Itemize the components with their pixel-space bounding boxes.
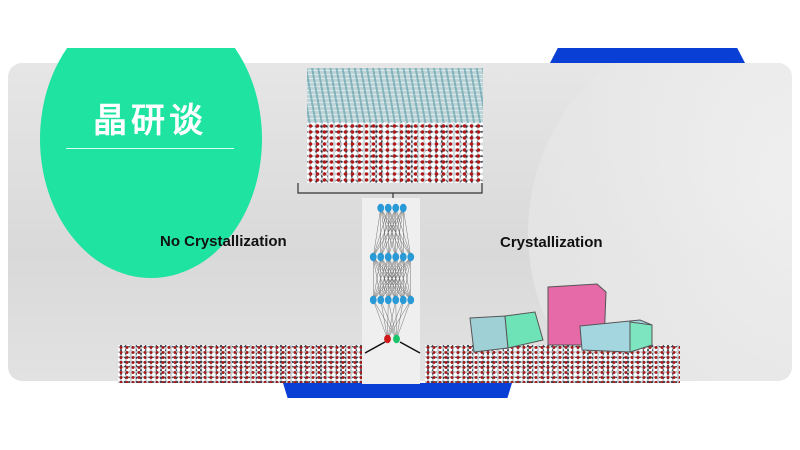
crystal-face	[629, 321, 653, 353]
network-node	[392, 252, 400, 262]
network-edge	[388, 207, 404, 258]
output-node	[393, 334, 400, 344]
network-edge	[403, 256, 411, 301]
network-edge	[387, 299, 396, 340]
neural-network	[369, 203, 415, 344]
title-badge: 晶研谈	[40, 48, 262, 278]
no-crystallization-label: No Crystallization	[160, 233, 287, 250]
network-edge	[380, 256, 411, 301]
network-edge	[373, 299, 388, 340]
network-edge	[395, 207, 404, 258]
network-node	[377, 252, 385, 262]
network-node	[407, 252, 415, 262]
badge-circle	[40, 48, 262, 278]
crystallization-label: Crystallization	[500, 234, 603, 251]
network-edge	[387, 299, 411, 340]
badge-title: 晶研谈	[93, 101, 207, 141]
network-edge	[396, 299, 404, 340]
network-node	[392, 203, 400, 213]
network-node	[399, 295, 407, 305]
crystals	[469, 283, 653, 353]
bracket	[297, 183, 483, 198]
network-edge	[380, 299, 388, 340]
network-edge	[388, 256, 411, 301]
network-edge	[373, 207, 389, 258]
output-arrows	[364, 341, 421, 354]
network-node	[384, 203, 392, 213]
left-liquid-slab	[118, 345, 362, 383]
network-node	[384, 295, 392, 305]
top-blue-tab	[550, 48, 745, 63]
bottom-blue-tab	[283, 383, 512, 398]
network-edge	[403, 207, 411, 258]
network-edge	[373, 256, 411, 301]
crystal-cyan	[469, 315, 509, 353]
network-edge	[380, 299, 397, 340]
network-edge	[373, 256, 381, 301]
network-node	[377, 295, 385, 305]
network-edge	[373, 207, 381, 258]
network-edge	[373, 299, 397, 340]
output-node	[384, 334, 391, 344]
molecular-simulation-box	[307, 68, 483, 183]
network-node	[399, 252, 407, 262]
liquid-layer	[307, 123, 483, 183]
network-edge	[396, 299, 411, 340]
network-edge	[373, 256, 404, 301]
badge-divider	[66, 148, 234, 149]
network-edge	[373, 256, 396, 301]
network-edge	[387, 299, 404, 340]
network-node	[399, 203, 407, 213]
network-edge	[388, 299, 397, 340]
network-node	[392, 295, 400, 305]
network-edge	[373, 256, 389, 301]
network-edge	[395, 256, 411, 301]
network-edge	[395, 299, 397, 340]
network-node	[369, 252, 377, 262]
network-node	[369, 295, 377, 305]
network-node	[377, 203, 385, 213]
network-edge	[387, 299, 389, 340]
network-node	[384, 252, 392, 262]
network-edge	[373, 207, 404, 258]
network-node	[407, 295, 415, 305]
crystal-green	[504, 311, 544, 349]
network-edge	[373, 207, 396, 258]
network-edge	[380, 207, 404, 258]
right-liquid-slab	[425, 345, 680, 383]
